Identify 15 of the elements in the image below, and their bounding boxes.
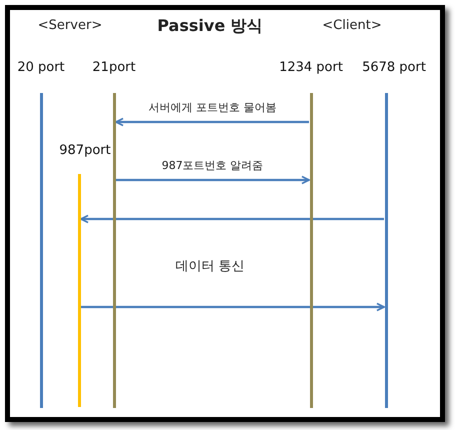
port-label: 5678 port bbox=[362, 60, 426, 75]
diagram-title: Passive 방식 bbox=[157, 16, 263, 37]
column-heading: <Client> bbox=[322, 18, 382, 33]
annotation-text: 데이터 통신 bbox=[175, 258, 245, 275]
edge-label: 987포트번호 알려줌 bbox=[160, 158, 266, 173]
arrow bbox=[80, 214, 384, 224]
column-heading: <Server> bbox=[38, 18, 102, 33]
port-label: 987port bbox=[59, 143, 111, 158]
port-label: 1234 port bbox=[279, 60, 343, 75]
arrow bbox=[115, 118, 309, 126]
arrow bbox=[81, 302, 385, 312]
arrow bbox=[116, 176, 310, 184]
edge-label: 서버에게 포트번호 물어봄 bbox=[146, 100, 278, 115]
port-label: 20 port bbox=[17, 60, 65, 75]
port-label: 21port bbox=[92, 60, 136, 75]
